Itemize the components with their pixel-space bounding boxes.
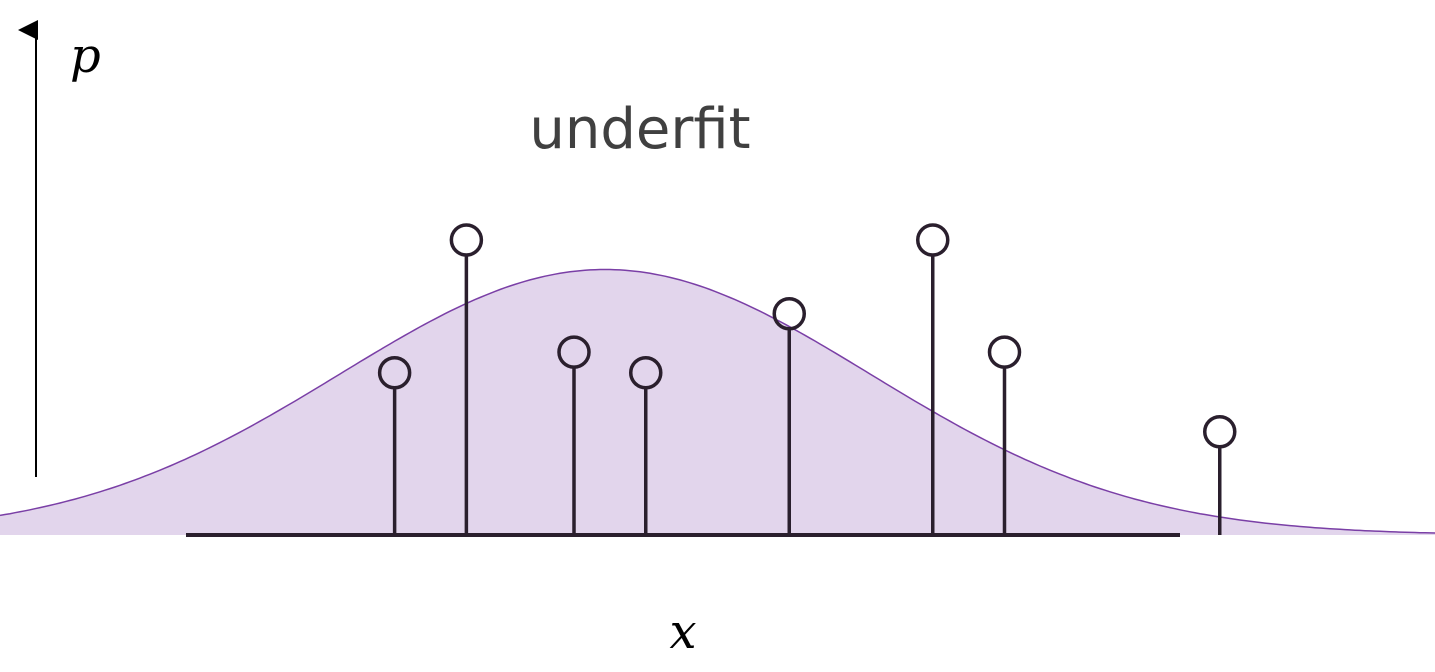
sample-marker xyxy=(1203,415,1237,449)
y-axis-label: p xyxy=(70,28,101,84)
sample-marker xyxy=(629,356,663,390)
density-curve-fill xyxy=(0,269,1435,535)
sample-marker xyxy=(377,356,412,390)
density-curve-line xyxy=(0,268,1435,534)
sample-marker xyxy=(987,335,1022,369)
diagram-title: underfit xyxy=(529,97,750,162)
x-axis-label: x xyxy=(669,604,696,660)
sample-marker xyxy=(772,297,806,331)
sample-stems xyxy=(377,223,1237,535)
sample-marker xyxy=(557,335,591,369)
sample-marker xyxy=(449,223,484,257)
sample-marker xyxy=(916,223,950,257)
